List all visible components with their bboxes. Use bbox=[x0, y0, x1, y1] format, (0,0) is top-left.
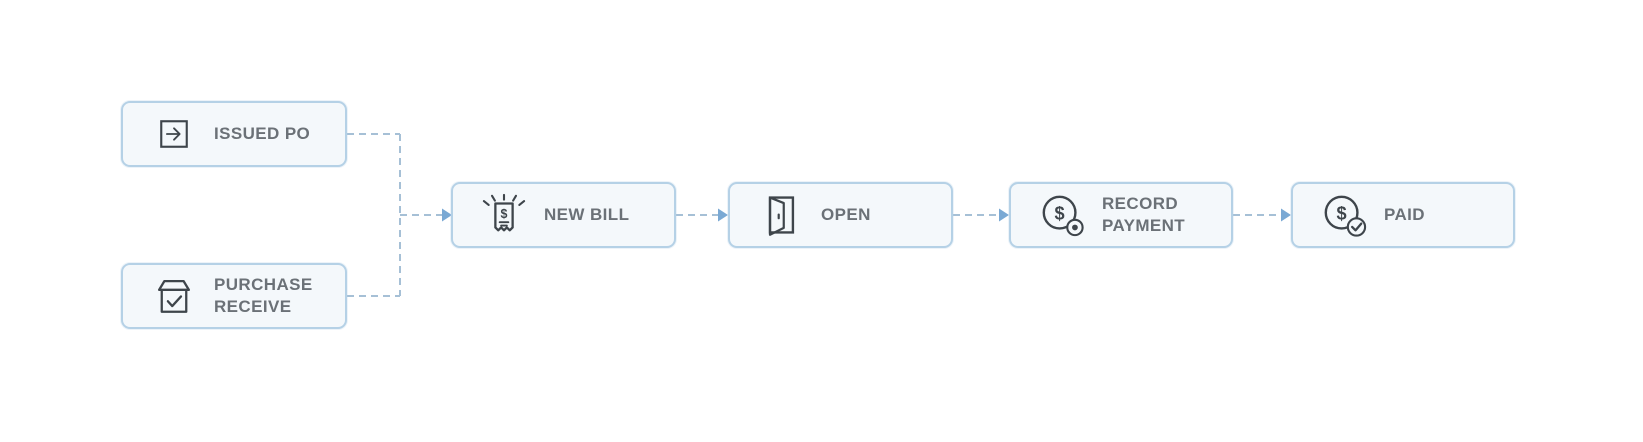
new-bill-receipt-icon: $ bbox=[480, 192, 528, 238]
arrowhead-icon bbox=[718, 208, 728, 222]
svg-text:$: $ bbox=[501, 207, 508, 221]
package-check-icon bbox=[150, 275, 198, 317]
node-label: OPEN bbox=[821, 204, 871, 224]
node-label: NEW BILL bbox=[544, 204, 630, 224]
node-issued-po: ISSUED PO bbox=[121, 101, 347, 167]
node-paid: $ PAID bbox=[1291, 182, 1515, 248]
svg-text:$: $ bbox=[1055, 203, 1065, 223]
node-open: OPEN bbox=[728, 182, 953, 248]
node-purchase-receive: PURCHASE RECEIVE bbox=[121, 263, 347, 329]
node-label: PURCHASE RECEIVE bbox=[214, 274, 313, 316]
node-label: ISSUED PO bbox=[214, 123, 311, 143]
arrowhead-icon bbox=[999, 208, 1009, 222]
open-door-icon bbox=[757, 193, 805, 237]
record-payment-coin-icon: $ bbox=[1038, 192, 1086, 238]
arrowhead-icon bbox=[442, 208, 452, 222]
paid-coin-check-icon: $ bbox=[1320, 192, 1368, 238]
arrow-right-square-icon bbox=[150, 117, 198, 151]
node-record-payment: $ RECORD PAYMENT bbox=[1009, 182, 1233, 248]
arrowhead-icon bbox=[1281, 208, 1291, 222]
node-label: PAID bbox=[1384, 204, 1425, 224]
node-new-bill: $ NEW BILL bbox=[451, 182, 676, 248]
svg-text:$: $ bbox=[1337, 203, 1347, 223]
node-label: RECORD PAYMENT bbox=[1102, 193, 1186, 235]
